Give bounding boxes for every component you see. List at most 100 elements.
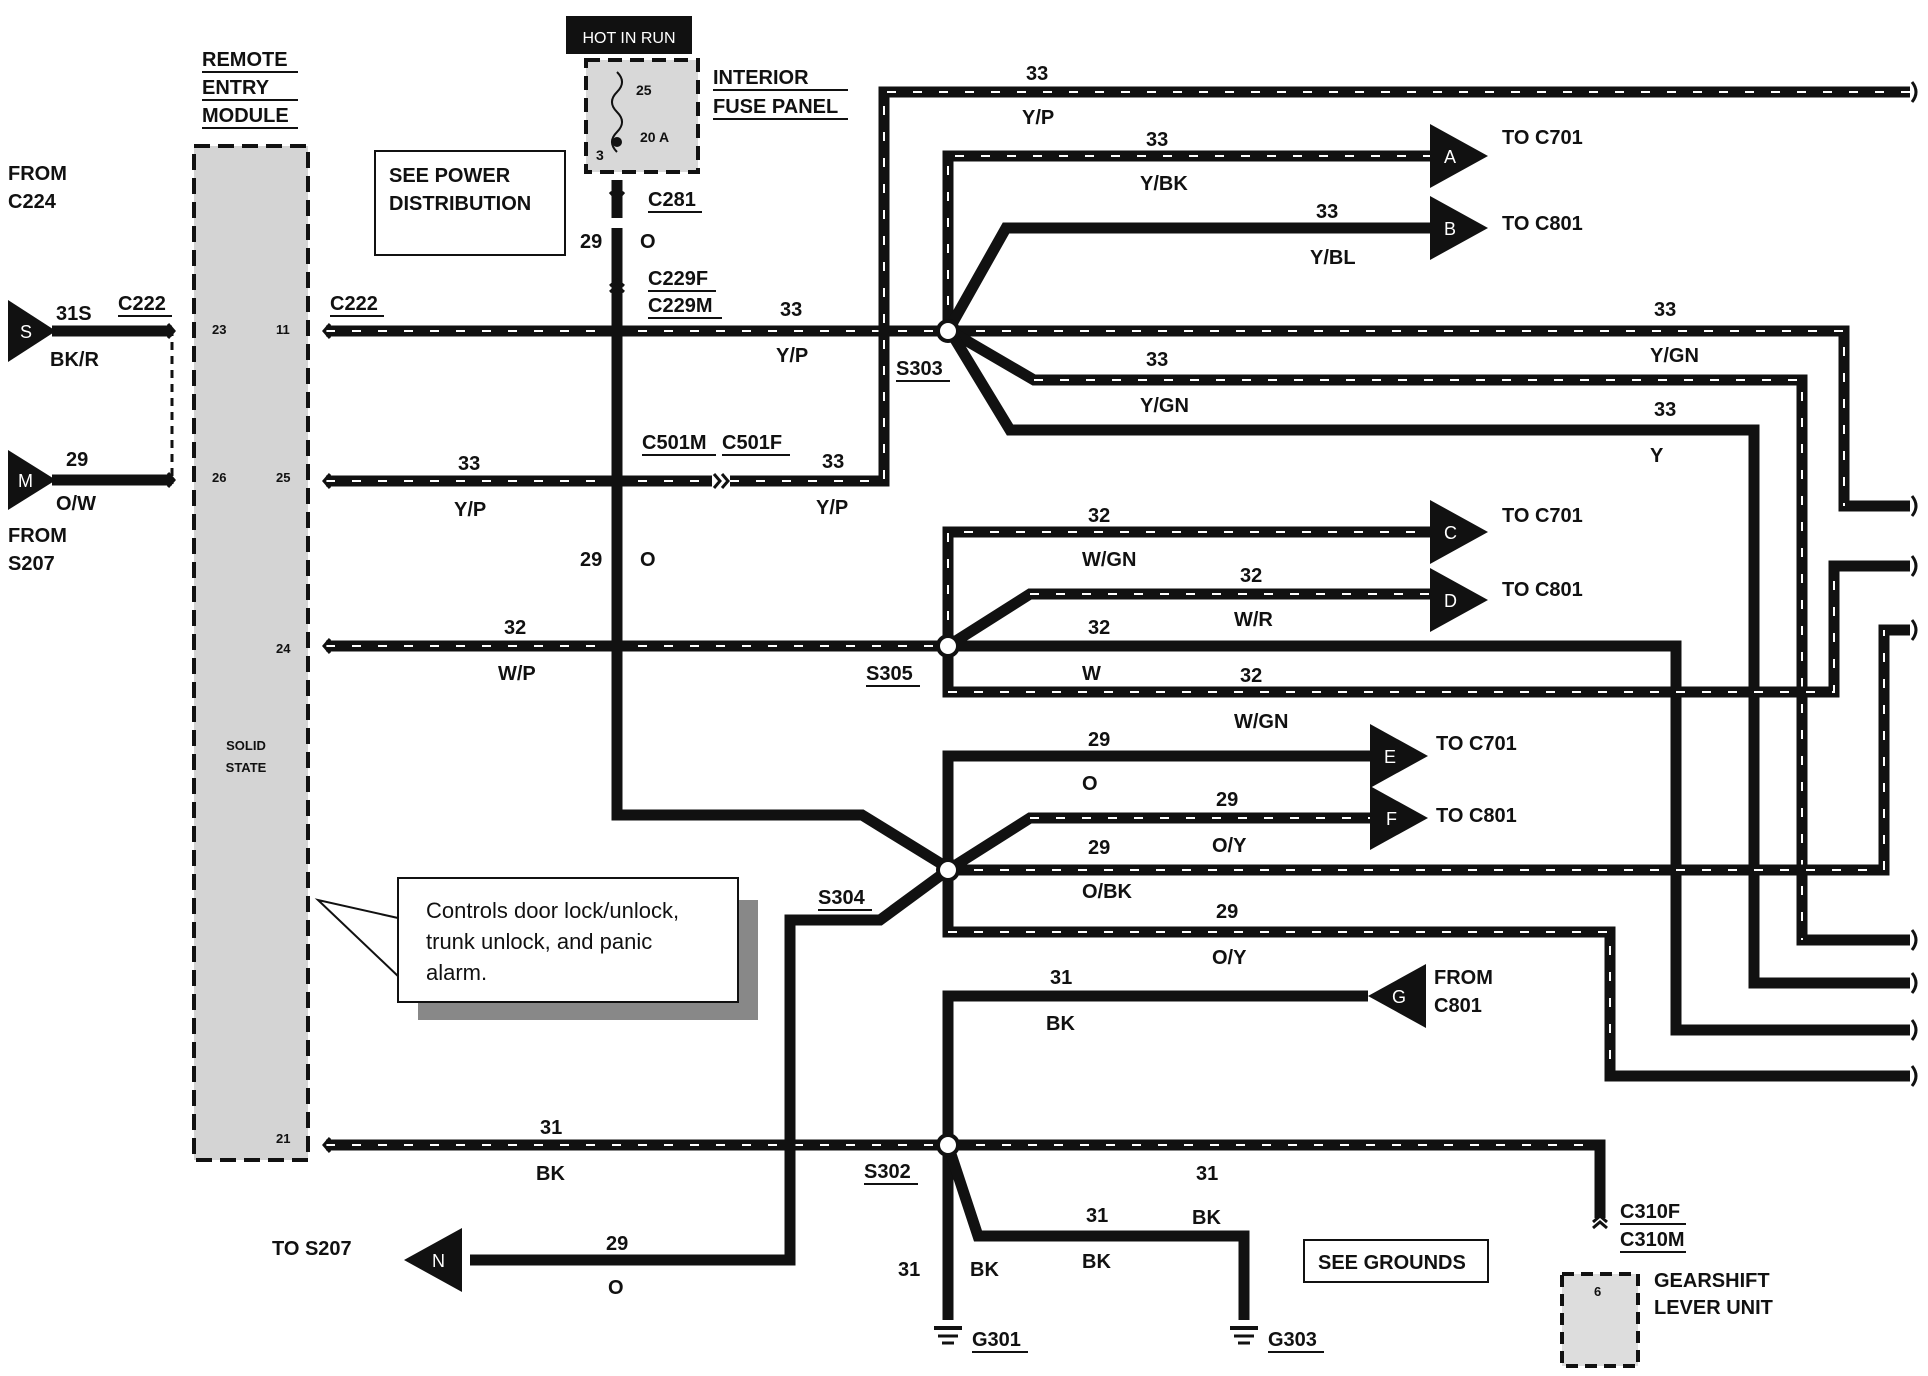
wire-33-c501-color: Y/P	[816, 497, 848, 519]
wire-33-mod-color: Y/P	[454, 499, 486, 521]
callout-pointer	[314, 898, 401, 979]
splice-s303	[936, 319, 960, 343]
c222-right-label: C222	[330, 293, 378, 315]
see-grounds-label: SEE GROUNDS	[1318, 1252, 1466, 1274]
dest-c: TO C701	[1502, 505, 1583, 527]
module-pin-21: 21	[276, 1131, 290, 1146]
wire-33-ygn-right: 33	[1654, 299, 1676, 321]
wire-33-ybk-color: Y/BK	[1140, 173, 1188, 195]
g301-label: G301	[972, 1329, 1021, 1351]
c310m-label: C310M	[1620, 1229, 1684, 1251]
callout-line3: alarm.	[426, 960, 487, 985]
connector-n: N	[404, 1228, 462, 1292]
wire-31-g301: 31	[898, 1259, 920, 1281]
wire-31-g-color: BK	[1046, 1013, 1075, 1035]
wire-31-g301-color: BK	[970, 1259, 999, 1281]
wire-33-ybk: 33	[1146, 129, 1168, 151]
g303-label: G303	[1268, 1329, 1317, 1351]
gearshift-pin: 6	[1594, 1284, 1601, 1299]
module-pin-11: 11	[276, 322, 290, 337]
see-power-line1: SEE POWER	[389, 165, 511, 187]
module-title-1: REMOTE	[202, 49, 288, 71]
wire-31-mod-color: BK	[536, 1163, 565, 1185]
wire-29-obk: 29	[1088, 837, 1110, 859]
wire-33-y-color: Y	[1650, 445, 1664, 467]
module-pin-26: 26	[212, 470, 226, 485]
wire-29-mid: 29	[580, 549, 602, 571]
wires	[52, 86, 1910, 1320]
dest-f: TO C801	[1436, 805, 1517, 827]
connector-marks	[166, 191, 1608, 1230]
c281-label: C281	[648, 189, 696, 211]
wire-33-y: 33	[1654, 399, 1676, 421]
wire-32-wgn2: 32	[1240, 665, 1262, 687]
wire-32-wgn2-color: W/GN	[1234, 711, 1288, 733]
wire-33-mod: 33	[458, 453, 480, 475]
module-title-2: ENTRY	[202, 77, 270, 99]
wire-29-e-color: O	[1082, 773, 1098, 795]
see-power-line2: DISTRIBUTION	[389, 193, 531, 215]
svg-text:M: M	[18, 471, 33, 491]
svg-text:C: C	[1444, 523, 1457, 543]
connector-g: G	[1368, 964, 1426, 1028]
wire-32-w: 32	[1088, 617, 1110, 639]
connector-d: D	[1430, 568, 1488, 632]
connector-s: S	[8, 300, 56, 362]
wire-33-c501: 33	[822, 451, 844, 473]
wire-33-ybl: 33	[1316, 201, 1338, 223]
fuse-pin-label: 3	[596, 147, 604, 163]
wire-29-obk-color: O/BK	[1082, 881, 1133, 903]
wire-31-right: 31	[1196, 1163, 1218, 1185]
callout-box	[397, 877, 739, 1003]
wire-32-wgn-color: W/GN	[1082, 549, 1136, 571]
splice-s305	[936, 634, 960, 658]
svg-text:D: D	[1444, 591, 1457, 611]
connector-m: M	[8, 450, 56, 510]
s302-label: S302	[864, 1161, 911, 1183]
wire-31-g303: 31	[1086, 1205, 1108, 1227]
wire-29-oy-color: O/Y	[1212, 947, 1247, 969]
connector-c: C	[1430, 500, 1488, 564]
wire-29-oy: 29	[1216, 901, 1238, 923]
connector-a: A	[1430, 124, 1488, 188]
module-pin-24: 24	[276, 641, 291, 656]
wire-29m: 29	[66, 449, 88, 471]
wire-33a: 33	[780, 299, 802, 321]
wire-31-mod: 31	[540, 1117, 562, 1139]
gearshift-lever-unit	[1560, 1272, 1640, 1368]
wire-29-n: 29	[606, 1233, 628, 1255]
from-c224-2: C224	[8, 191, 57, 213]
solid-label: SOLID	[226, 738, 266, 753]
svg-text:N: N	[432, 1251, 445, 1271]
wire-33-ygn: 33	[1146, 349, 1168, 371]
wire-31s-color: BK/R	[50, 349, 99, 371]
wire-33-top: 33	[1026, 63, 1048, 85]
s304-label: S304	[818, 887, 866, 909]
wire-29m-color: O/W	[56, 493, 96, 515]
see-power-box	[374, 150, 566, 256]
ground-g301-icon	[934, 1326, 962, 1345]
fuse-panel-title-2: FUSE PANEL	[713, 96, 838, 118]
splice-s302	[936, 1133, 960, 1157]
wire-32-mod: 32	[504, 617, 526, 639]
wire-33-ygn-right-color: Y/GN	[1650, 345, 1699, 367]
wire-29-e: 29	[1088, 729, 1110, 751]
c310f-label: C310F	[1620, 1201, 1680, 1223]
wire-31-g: 31	[1050, 967, 1072, 989]
gearshift-line2: LEVER UNIT	[1654, 1297, 1773, 1319]
s305-label: S305	[866, 663, 913, 685]
wire-29-fuse: 29	[580, 231, 602, 253]
from-c801-1: FROM	[1434, 967, 1493, 989]
remote-entry-module	[192, 144, 310, 1162]
wire-33-ybl-color: Y/BL	[1310, 247, 1356, 269]
fuse-symbol	[611, 71, 623, 153]
fuse-amp-label: 25	[636, 82, 652, 98]
c501f-label: C501F	[722, 432, 782, 454]
wire-31s: 31S	[56, 303, 92, 325]
wire-29-mid-color: O	[640, 549, 656, 571]
dest-e: TO C701	[1436, 733, 1517, 755]
c229m-label: C229M	[648, 295, 712, 317]
from-c224-1: FROM	[8, 163, 67, 185]
wire-31-g303-color: BK	[1082, 1251, 1111, 1273]
